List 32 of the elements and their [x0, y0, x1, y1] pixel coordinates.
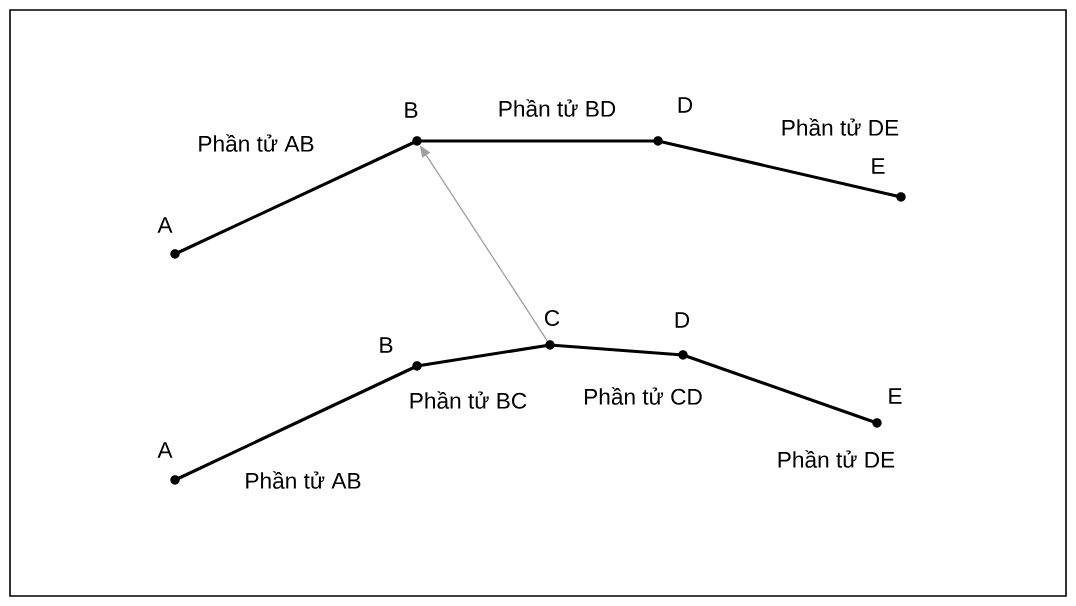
- edge-label: Phần tử BD: [496, 97, 618, 119]
- node-label: A: [157, 217, 173, 233]
- node-label: A: [157, 442, 173, 458]
- line-segment: [416, 343, 551, 368]
- node-label: B: [380, 337, 393, 353]
- edge-label: Phần tử AB: [243, 469, 363, 491]
- line-segment: [174, 364, 418, 482]
- edge-label: Phần tử BC: [407, 389, 529, 411]
- edge-label: Phần tử DE: [779, 116, 901, 138]
- line-segment: [549, 343, 684, 357]
- point: E: [872, 388, 902, 428]
- point: B: [380, 337, 422, 371]
- point: A: [157, 217, 180, 259]
- node-label: D: [678, 97, 693, 113]
- node-label: E: [872, 158, 885, 174]
- point: A: [157, 442, 180, 485]
- line-segment: [682, 353, 878, 425]
- node-label: E: [889, 388, 902, 404]
- node-label: B: [405, 102, 418, 118]
- point: C: [544, 309, 560, 350]
- point: D: [675, 312, 690, 360]
- node-label: D: [675, 312, 690, 328]
- point: B: [405, 102, 422, 146]
- edge-label: Phần tử AB: [196, 132, 316, 154]
- node-label: C: [544, 309, 560, 327]
- edge-label: Phần tử CD: [581, 385, 705, 407]
- line-segment: [417, 139, 658, 143]
- point: D: [653, 97, 693, 146]
- point: E: [872, 158, 906, 202]
- line-segment: [657, 139, 902, 199]
- edge-label: Phần tử DE: [775, 448, 897, 470]
- line-segment: [174, 139, 418, 256]
